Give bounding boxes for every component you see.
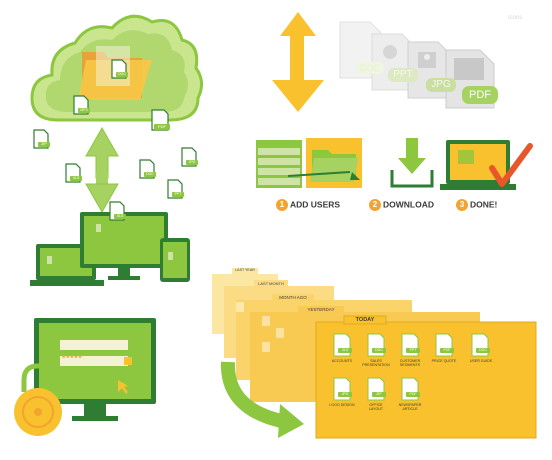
faded-folder-files bbox=[236, 302, 284, 352]
yellow-down-arrow-icon bbox=[272, 12, 324, 112]
file-label-price: PRICE QUOTE bbox=[431, 359, 457, 363]
doc-tag: MP3 bbox=[80, 108, 88, 112]
add-users-icon bbox=[256, 138, 362, 188]
padlock-icon bbox=[14, 363, 62, 436]
done-laptop-icon bbox=[440, 140, 533, 190]
file-tag: DOC bbox=[375, 348, 383, 352]
file-tag: JPG bbox=[341, 392, 349, 396]
doc-tag: ZIP bbox=[41, 142, 47, 146]
doc-tag: JPG bbox=[188, 160, 196, 164]
doc-tag: PPT bbox=[393, 69, 413, 80]
file-tag: DOC bbox=[479, 348, 487, 352]
curved-arrow-icon bbox=[220, 361, 304, 438]
download-icon bbox=[390, 138, 434, 188]
corner-label: Icons bbox=[508, 15, 523, 21]
file-tag: PDF bbox=[443, 348, 451, 352]
tab-last-year: LAST YEAR bbox=[235, 268, 255, 272]
file-tag: PPT bbox=[409, 348, 417, 352]
doc-tag: XLS bbox=[116, 214, 124, 218]
sync-arrow-icon bbox=[85, 126, 119, 214]
password-field: ***** bbox=[62, 354, 83, 363]
today-file-tags bbox=[338, 348, 490, 397]
monitor-icon bbox=[34, 318, 156, 421]
doc-tag: XLS bbox=[72, 176, 80, 180]
file-label-sales: SALES PRESENTATION bbox=[362, 359, 390, 367]
file-tag: XLS bbox=[341, 348, 349, 352]
file-label-customer: CUSTOMER SEGMENTS bbox=[399, 359, 421, 367]
tab-last-month: LAST MONTH bbox=[258, 281, 284, 286]
file-label-office: OFFICE LAYOUT bbox=[368, 403, 384, 411]
file-tag: ZIP bbox=[376, 392, 382, 396]
doc-tag: DOC bbox=[146, 172, 154, 176]
doc-tag: DOC bbox=[118, 72, 126, 76]
scattered-doc-tags bbox=[38, 72, 198, 219]
doc-tag: PDF bbox=[469, 89, 491, 101]
stacked-folders bbox=[212, 268, 537, 439]
file-tag: PDF bbox=[409, 392, 417, 396]
file-label-newspaper: NEWSPAPER ARTICLE bbox=[398, 403, 422, 411]
file-label-accounts: ACCOUNTS bbox=[331, 359, 353, 363]
tab-yesterday: YESTERDAY bbox=[307, 307, 335, 312]
tab-today: TODAY bbox=[355, 317, 375, 323]
file-label-guide: USER GUIDE bbox=[469, 359, 493, 363]
devices-icon bbox=[30, 212, 190, 286]
top-doc-tags bbox=[356, 62, 498, 104]
doc-tag: PDF bbox=[158, 124, 166, 129]
doc-tag: DOC bbox=[360, 63, 380, 73]
doc-tag: JPG bbox=[431, 79, 451, 90]
tab-month-ago: MONTH AGO bbox=[279, 295, 307, 300]
file-label-logo: LOGO DESIGN bbox=[329, 403, 355, 407]
doc-tag: PPT bbox=[174, 192, 182, 196]
